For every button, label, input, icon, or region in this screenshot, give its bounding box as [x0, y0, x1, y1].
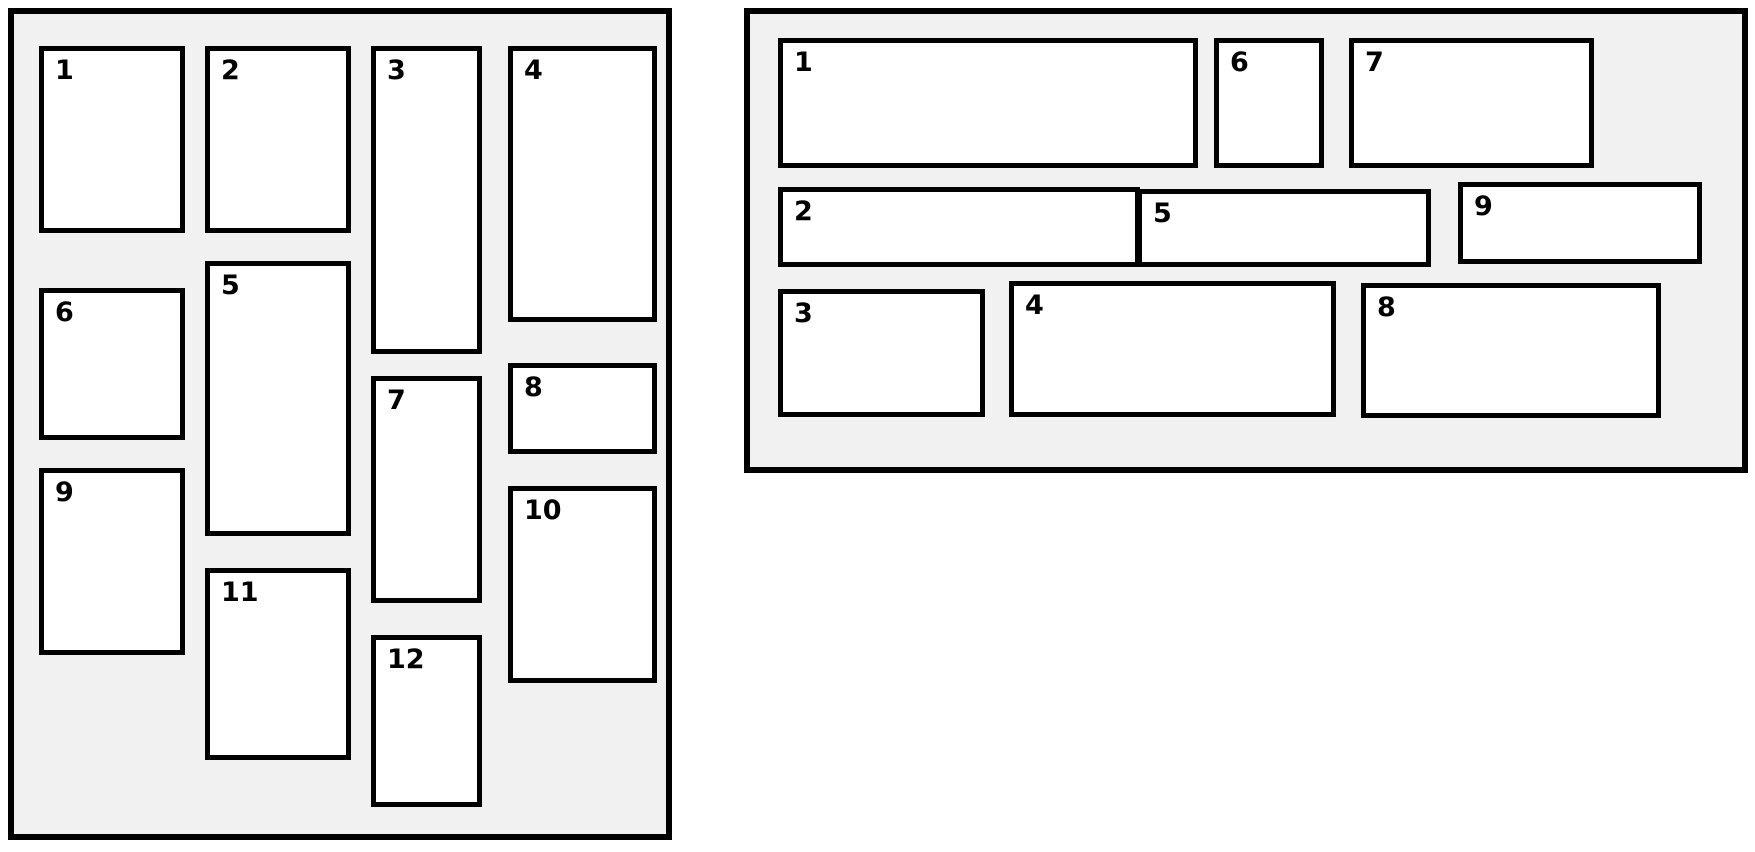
region-box[interactable]: 5 — [205, 261, 351, 536]
region-label: 2 — [221, 55, 240, 86]
region-box[interactable]: 9 — [1458, 182, 1702, 264]
region-box[interactable]: 6 — [39, 288, 185, 440]
region-label: 7 — [387, 385, 406, 416]
region-box[interactable]: 4 — [1009, 281, 1336, 417]
region-box[interactable]: 3 — [778, 289, 985, 417]
region-box[interactable]: 4 — [508, 46, 657, 322]
region-box[interactable]: 7 — [1349, 38, 1594, 168]
region-box[interactable]: 1 — [778, 38, 1198, 168]
region-box[interactable]: 12 — [371, 635, 482, 807]
region-label: 5 — [221, 270, 240, 301]
region-label: 12 — [387, 644, 425, 675]
region-box[interactable]: 5 — [1137, 189, 1431, 267]
region-label: 6 — [1230, 47, 1249, 78]
region-label: 3 — [794, 298, 813, 329]
region-box[interactable]: 2 — [778, 187, 1140, 267]
region-label: 4 — [524, 55, 543, 86]
region-box[interactable]: 2 — [205, 46, 351, 233]
region-box[interactable]: 3 — [371, 46, 482, 354]
region-label: 2 — [794, 196, 813, 227]
region-box[interactable]: 8 — [1361, 283, 1661, 418]
region-label: 8 — [1377, 292, 1396, 323]
right-panel: 1 2 3 4 5 6 7 8 9 — [744, 8, 1748, 473]
region-box[interactable]: 6 — [1214, 38, 1324, 168]
region-label: 6 — [55, 297, 74, 328]
region-label: 11 — [221, 577, 259, 608]
region-box[interactable]: 8 — [508, 363, 657, 454]
region-label: 5 — [1153, 198, 1172, 229]
region-label: 9 — [1474, 191, 1493, 222]
region-box[interactable]: 11 — [205, 568, 351, 760]
region-label: 9 — [55, 477, 74, 508]
region-label: 1 — [794, 47, 813, 78]
region-label: 7 — [1365, 47, 1384, 78]
region-label: 3 — [387, 55, 406, 86]
region-label: 8 — [524, 372, 543, 403]
region-label: 4 — [1025, 290, 1044, 321]
region-label: 1 — [55, 55, 74, 86]
region-box[interactable]: 9 — [39, 468, 185, 655]
region-label: 10 — [524, 495, 562, 526]
region-box[interactable]: 7 — [371, 376, 482, 603]
region-box[interactable]: 1 — [39, 46, 185, 233]
region-box[interactable]: 10 — [508, 486, 657, 683]
